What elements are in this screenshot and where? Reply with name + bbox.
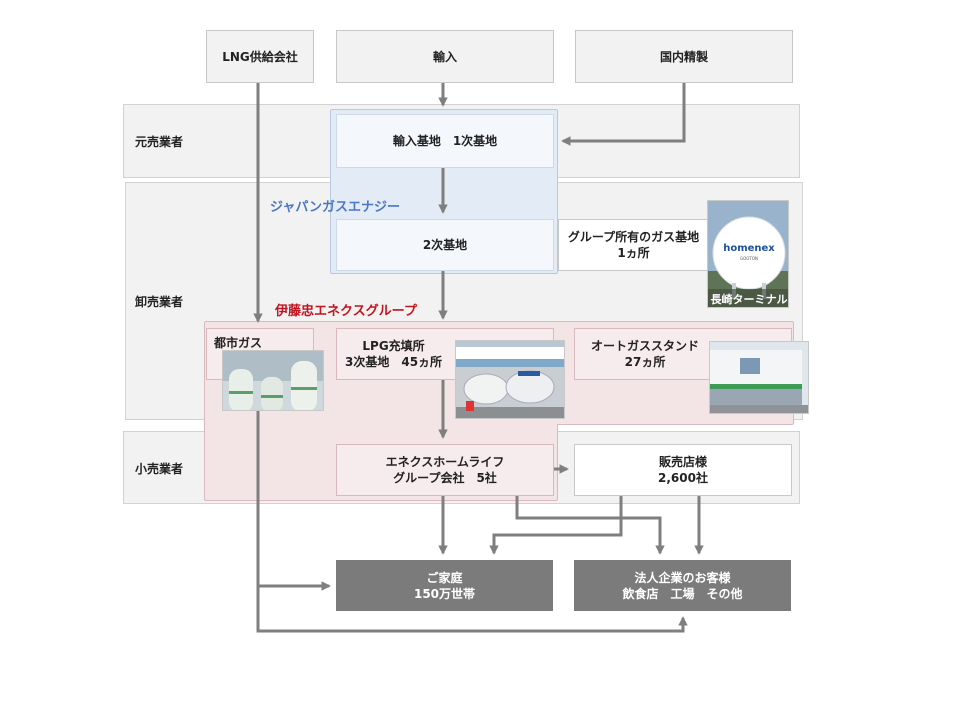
band-label-wholesale: 卸売業者: [135, 295, 184, 309]
arrow-dealers-to-households: [489, 496, 623, 555]
city-gas-label: 都市ガス: [214, 336, 263, 350]
band-label-retail: 小売業者: [135, 462, 184, 476]
import-base-box: 輸入基地 1次基地: [336, 114, 554, 168]
auto-gas-stand-photo: [709, 341, 809, 414]
domestic-refining-box: 国内精製: [575, 30, 793, 83]
nagasaki-terminal-photo: homenex GOOTON 長崎ターミナル: [707, 200, 789, 308]
enex-homelife-box: エネクスホームライフ グループ会社 5社: [336, 444, 554, 496]
import-box: 輸入: [336, 30, 554, 83]
arrow-homelife-to-corporate: [515, 496, 665, 555]
households-box: ご家庭 150万世帯: [336, 560, 553, 611]
svg-text:GOOTON: GOOTON: [740, 256, 758, 261]
itochu-enex-label: 伊藤忠エネクスグループ: [275, 304, 417, 319]
lng-supplier-box: LNG供給会社: [206, 30, 314, 83]
japan-gas-energy-label: ジャパンガスエナジー: [270, 200, 401, 215]
band-label-primary: 元売業者: [135, 135, 184, 149]
nagasaki-terminal-caption: 長崎ターミナル: [711, 292, 788, 306]
city-gas-tanks-photo: [222, 350, 324, 411]
lpg-station-photo: [455, 340, 565, 419]
dealers-box: 販売店様 2,600社: [574, 444, 792, 496]
corporate-customers-box: 法人企業のお客様 飲食店 工場 その他: [574, 560, 791, 611]
secondary-base-box: 2次基地: [336, 219, 554, 271]
group-gas-base-box: グループ所有のガス基地 1ヵ所: [558, 219, 708, 271]
homenex-logo-text: homenex: [723, 243, 775, 254]
